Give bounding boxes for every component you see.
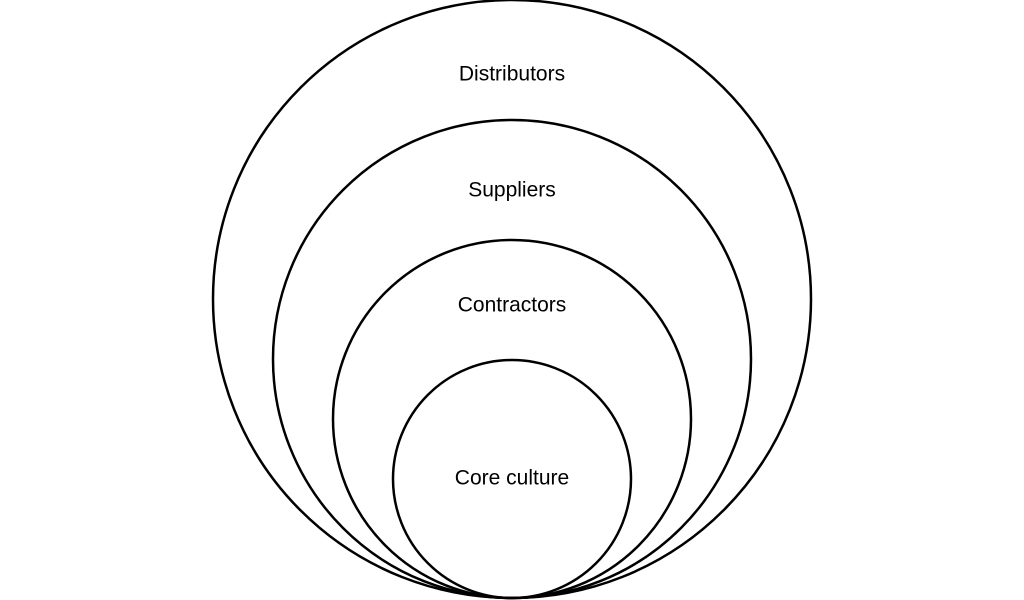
ring-core-culture: Core culture: [391, 358, 633, 600]
ring-distributors-label: Distributors: [459, 63, 565, 86]
ring-contractors: Contractors: [331, 238, 693, 600]
ring-core-culture-circle: [391, 358, 633, 600]
ring-core-culture-label: Core culture: [455, 467, 569, 490]
ring-contractors-label: Contractors: [458, 294, 567, 317]
ring-suppliers-label: Suppliers: [468, 179, 556, 202]
